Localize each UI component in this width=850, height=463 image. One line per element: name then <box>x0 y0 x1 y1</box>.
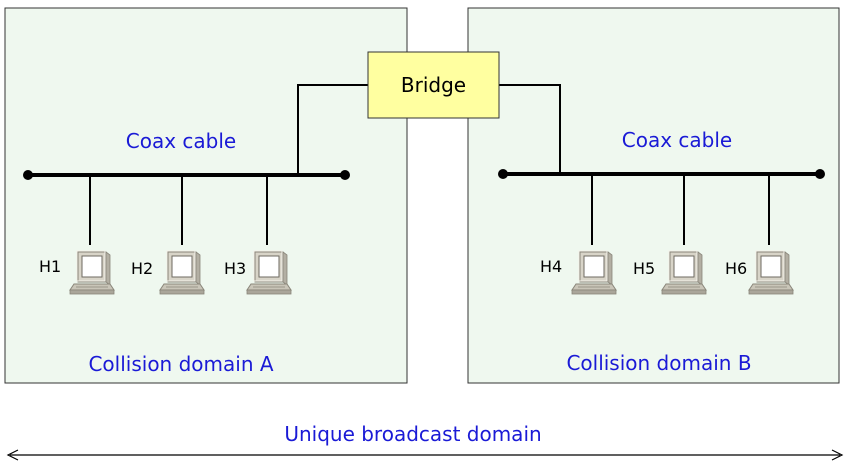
host-label-h1: H1 <box>39 257 61 276</box>
arrowhead-right-icon <box>831 449 844 461</box>
cable-a-end-left <box>23 170 33 180</box>
coax-cable-a-label: Coax cable <box>126 129 236 153</box>
collision-domain-a-label: Collision domain A <box>88 352 273 376</box>
cable-b-end-left <box>498 169 508 179</box>
host-label-h5: H5 <box>633 259 655 278</box>
bridge-label: Bridge <box>401 73 466 97</box>
cable-a-end-right <box>340 170 350 180</box>
host-label-h3: H3 <box>224 259 246 278</box>
bridge-link-b <box>499 84 561 174</box>
computer-icon <box>246 250 292 295</box>
computer-icon <box>69 250 115 295</box>
collision-domain-a-panel <box>4 7 408 384</box>
broadcast-domain-label: Unique broadcast domain <box>284 422 541 446</box>
computer-icon <box>661 250 707 295</box>
host-label-h2: H2 <box>131 259 153 278</box>
bridge-link-a <box>297 84 368 174</box>
host-label-h6: H6 <box>725 259 747 278</box>
computer-icon <box>159 250 205 295</box>
collision-domain-b-label: Collision domain B <box>566 351 751 375</box>
cable-b-end-right <box>815 169 825 179</box>
collision-domain-b-panel <box>467 7 840 384</box>
host-label-h4: H4 <box>540 257 562 276</box>
arrowhead-left-icon <box>6 449 19 461</box>
computer-icon <box>748 250 794 295</box>
bridge-box <box>367 51 500 119</box>
coax-cable-b-label: Coax cable <box>622 128 732 152</box>
computer-icon <box>571 250 617 295</box>
